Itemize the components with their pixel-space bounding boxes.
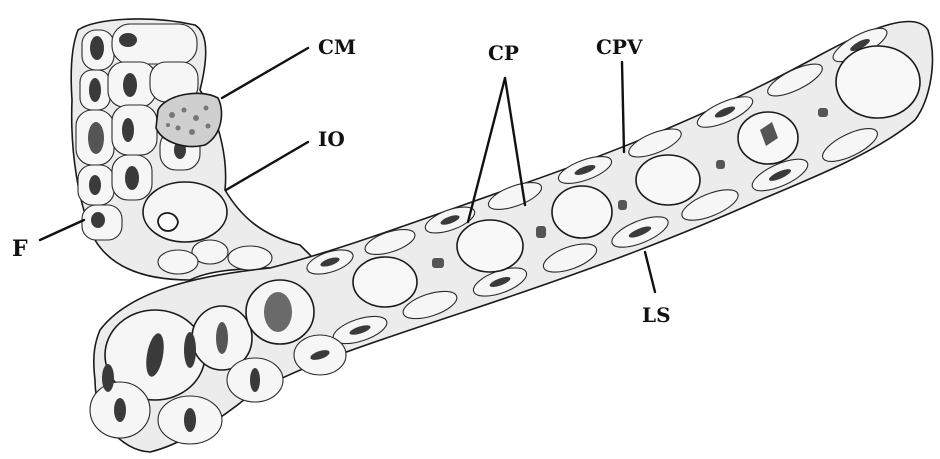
upper-column [71,19,320,280]
cm-label: CM [318,35,356,59]
cm-cell [156,93,222,146]
cpv-label: CPV [596,35,643,59]
io-leader [226,142,308,190]
nucleus [89,78,101,102]
f-leader [40,220,84,240]
io-label: IO [318,127,345,151]
cpv-leader [622,62,624,152]
nucleus [88,122,104,154]
cp-label: CP [488,41,519,65]
nucleus [90,36,104,60]
cm-leader [222,48,308,98]
nucleus [122,118,134,142]
nucleus [123,73,137,97]
ls-label: LS [642,303,671,327]
nucleus [125,166,139,190]
nucleus [89,175,101,195]
io-nucleus [158,213,178,231]
column-cell [228,246,272,270]
column-cell [112,105,157,155]
ls-leader [645,252,655,292]
f-label: F [12,236,28,262]
io-cell [143,182,227,242]
nucleus [91,212,105,228]
column-cell [158,250,198,274]
nucleus [119,33,137,47]
